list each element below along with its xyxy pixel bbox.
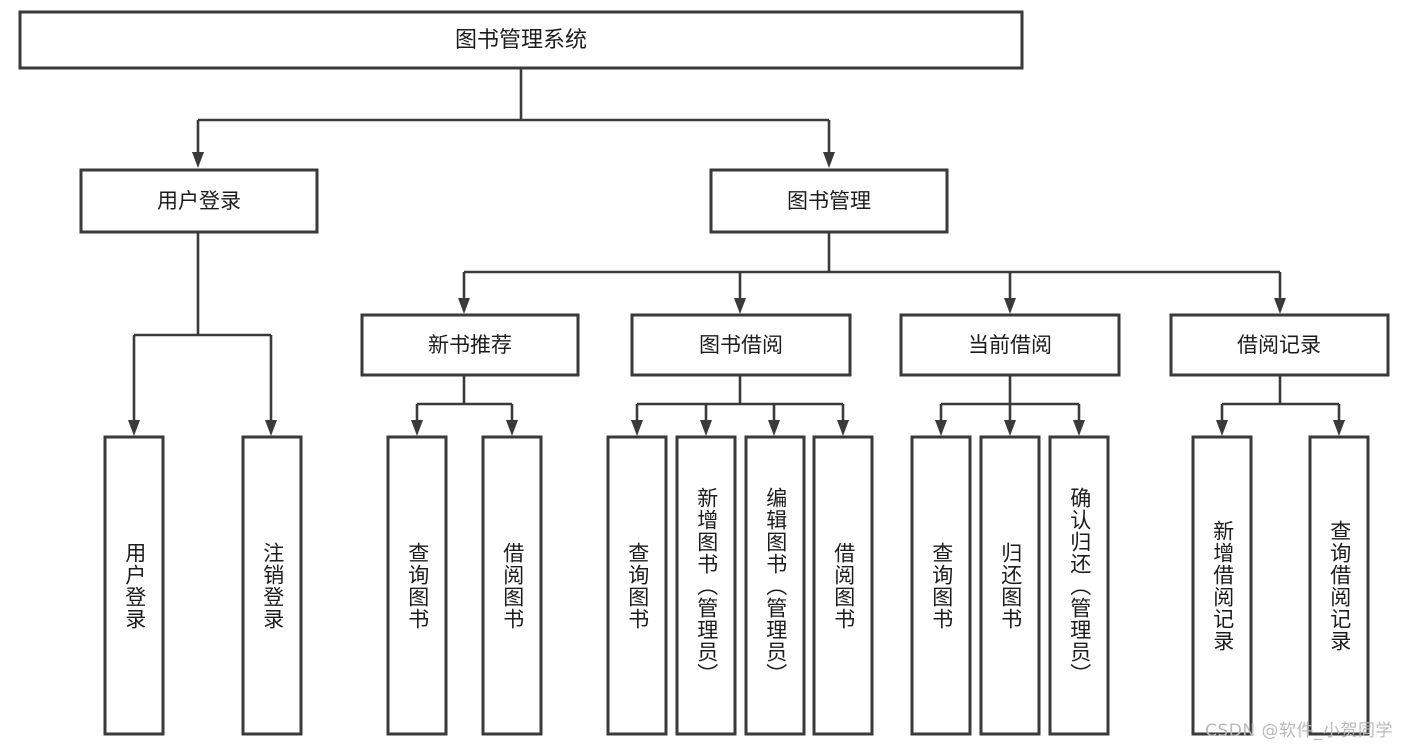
arrow-book-borrow-leaf-4 [837, 420, 849, 436]
node-user-login-label: 用户登录 [157, 189, 241, 213]
leaf-box-book-borrow-3[interactable] [744, 435, 806, 736]
leaf-box-borrow-record-1[interactable] [1191, 435, 1253, 736]
arrow-borrow-record-leaf-1 [1216, 420, 1228, 436]
arrow-current-borrow-leaf-3 [1073, 420, 1085, 436]
arrow-root-to-book-manage [823, 152, 835, 168]
connector-group-root [192, 68, 835, 168]
leaf-box-book-borrow-4[interactable] [812, 435, 874, 736]
connector-group-book-manage [458, 232, 1286, 314]
node-book-borrow[interactable]: 图书借阅 [630, 313, 852, 377]
node-book-borrow-label: 图书借阅 [699, 333, 783, 357]
node-book-manage[interactable]: 图书管理 [709, 168, 949, 234]
connector-group-current-borrow [935, 375, 1085, 436]
node-borrow-record-box[interactable] [1169, 313, 1390, 377]
node-root[interactable]: 图书管理系统 [18, 10, 1024, 70]
leaf-box-new-book-1[interactable] [386, 435, 448, 736]
connector-group-user-login [128, 232, 277, 436]
node-new-book-recommend[interactable]: 新书推荐 [360, 313, 580, 377]
connector-group-borrow-record [1216, 375, 1345, 436]
arrow-to-new-book [458, 298, 470, 314]
leaf-box-current-borrow-2[interactable] [979, 435, 1041, 736]
connector-group-book-borrow [631, 375, 849, 436]
node-book-borrow-box[interactable] [630, 313, 852, 377]
node-root-box[interactable] [18, 10, 1024, 70]
connector-group-new-book [411, 375, 518, 436]
arrow-book-borrow-leaf-3 [768, 420, 780, 436]
leaf-box-user-login-1[interactable] [103, 435, 165, 736]
node-new-book-recommend-box[interactable] [360, 313, 580, 377]
node-book-manage-box[interactable] [709, 168, 949, 234]
arrow-book-borrow-leaf-2 [700, 420, 712, 436]
leaf-box-new-book-2[interactable] [481, 435, 543, 736]
arrow-to-book-borrow [734, 298, 746, 314]
arrow-current-borrow-leaf-1 [935, 420, 947, 436]
node-borrow-record-label: 借阅记录 [1237, 333, 1321, 357]
node-book-manage-label: 图书管理 [787, 189, 871, 213]
leaf-box-current-borrow-1[interactable] [910, 435, 972, 736]
arrow-to-borrow-record [1274, 298, 1286, 314]
arrow-book-borrow-leaf-1 [631, 420, 643, 436]
leaf-box-book-borrow-1[interactable] [606, 435, 668, 736]
leaf-box-current-borrow-3[interactable] [1048, 435, 1110, 736]
arrow-current-borrow-leaf-2 [1004, 420, 1016, 436]
arrow-new-book-leaf-1 [411, 420, 423, 436]
node-borrow-record[interactable]: 借阅记录 [1169, 313, 1390, 377]
node-user-login[interactable]: 用户登录 [79, 168, 319, 234]
node-user-login-box[interactable] [79, 168, 319, 234]
arrow-borrow-record-leaf-2 [1333, 420, 1345, 436]
arrow-user-login-leaf-2 [265, 420, 277, 436]
leaf-boxes [103, 435, 1370, 736]
arrow-new-book-leaf-2 [506, 420, 518, 436]
node-current-borrow-box[interactable] [899, 313, 1121, 377]
leaf-box-book-borrow-2[interactable] [675, 435, 737, 736]
arrow-user-login-leaf-1 [128, 420, 140, 436]
arrow-root-to-user-login [192, 152, 204, 168]
arrow-to-current-borrow [1004, 298, 1016, 314]
leaf-box-borrow-record-2[interactable] [1308, 435, 1370, 736]
node-current-borrow[interactable]: 当前借阅 [899, 313, 1121, 377]
node-current-borrow-label: 当前借阅 [968, 333, 1052, 357]
node-new-book-recommend-label: 新书推荐 [428, 333, 512, 357]
watermark-text: CSDN @软件_小贺同学 [1205, 721, 1393, 741]
leaf-box-user-login-2[interactable] [241, 435, 303, 736]
node-root-label: 图书管理系统 [455, 28, 587, 53]
